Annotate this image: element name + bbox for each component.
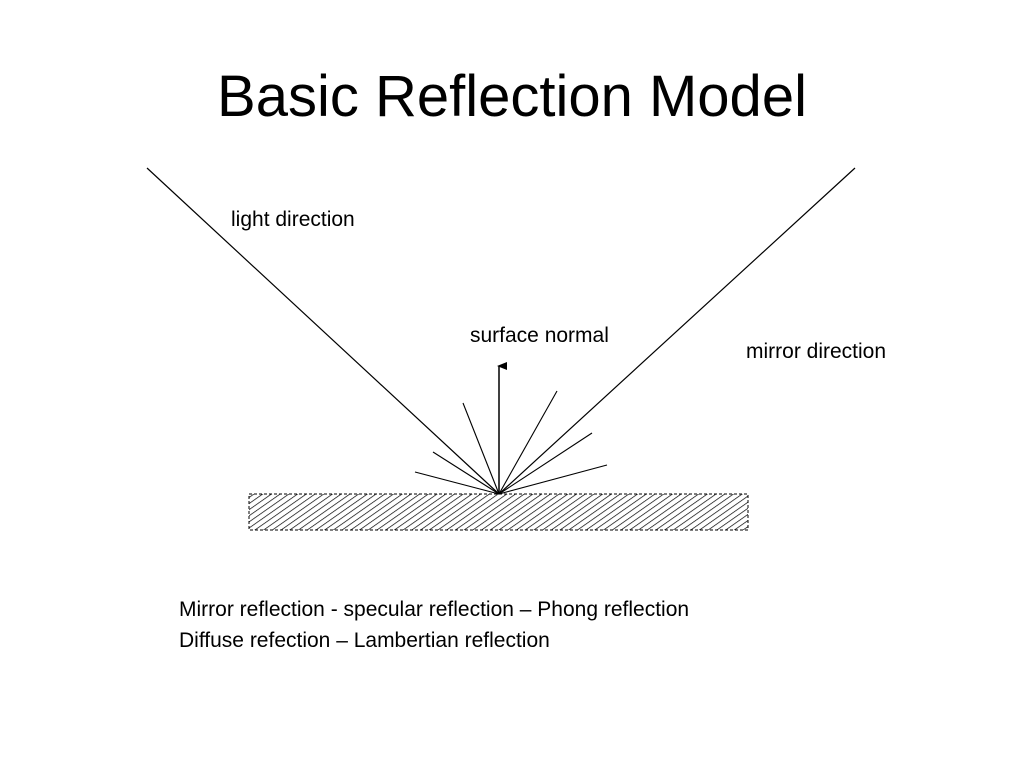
surface-block bbox=[248, 493, 749, 531]
surface-normal-label: surface normal bbox=[470, 324, 609, 347]
slide-title: Basic Reflection Model bbox=[217, 64, 807, 129]
light-direction-label: light direction bbox=[231, 208, 355, 231]
caption-line-mirror: Mirror reflection - specular reflection … bbox=[179, 598, 690, 621]
diffuse-rays bbox=[414, 390, 608, 495]
diffuse-ray bbox=[432, 451, 500, 495]
diffuse-ray bbox=[498, 432, 593, 495]
diffuse-ray bbox=[498, 390, 558, 495]
diffuse-ray bbox=[414, 471, 500, 495]
caption-line-diffuse: Diffuse refection – Lambertian reflectio… bbox=[179, 629, 550, 652]
mirror-direction-label: mirror direction bbox=[746, 340, 887, 363]
mirror-direction-line bbox=[498, 167, 856, 495]
caption-text: Mirror reflection - specular reflection … bbox=[179, 594, 689, 656]
diffuse-ray bbox=[498, 464, 608, 495]
diffuse-ray bbox=[462, 402, 500, 495]
light-direction-line bbox=[146, 167, 500, 495]
